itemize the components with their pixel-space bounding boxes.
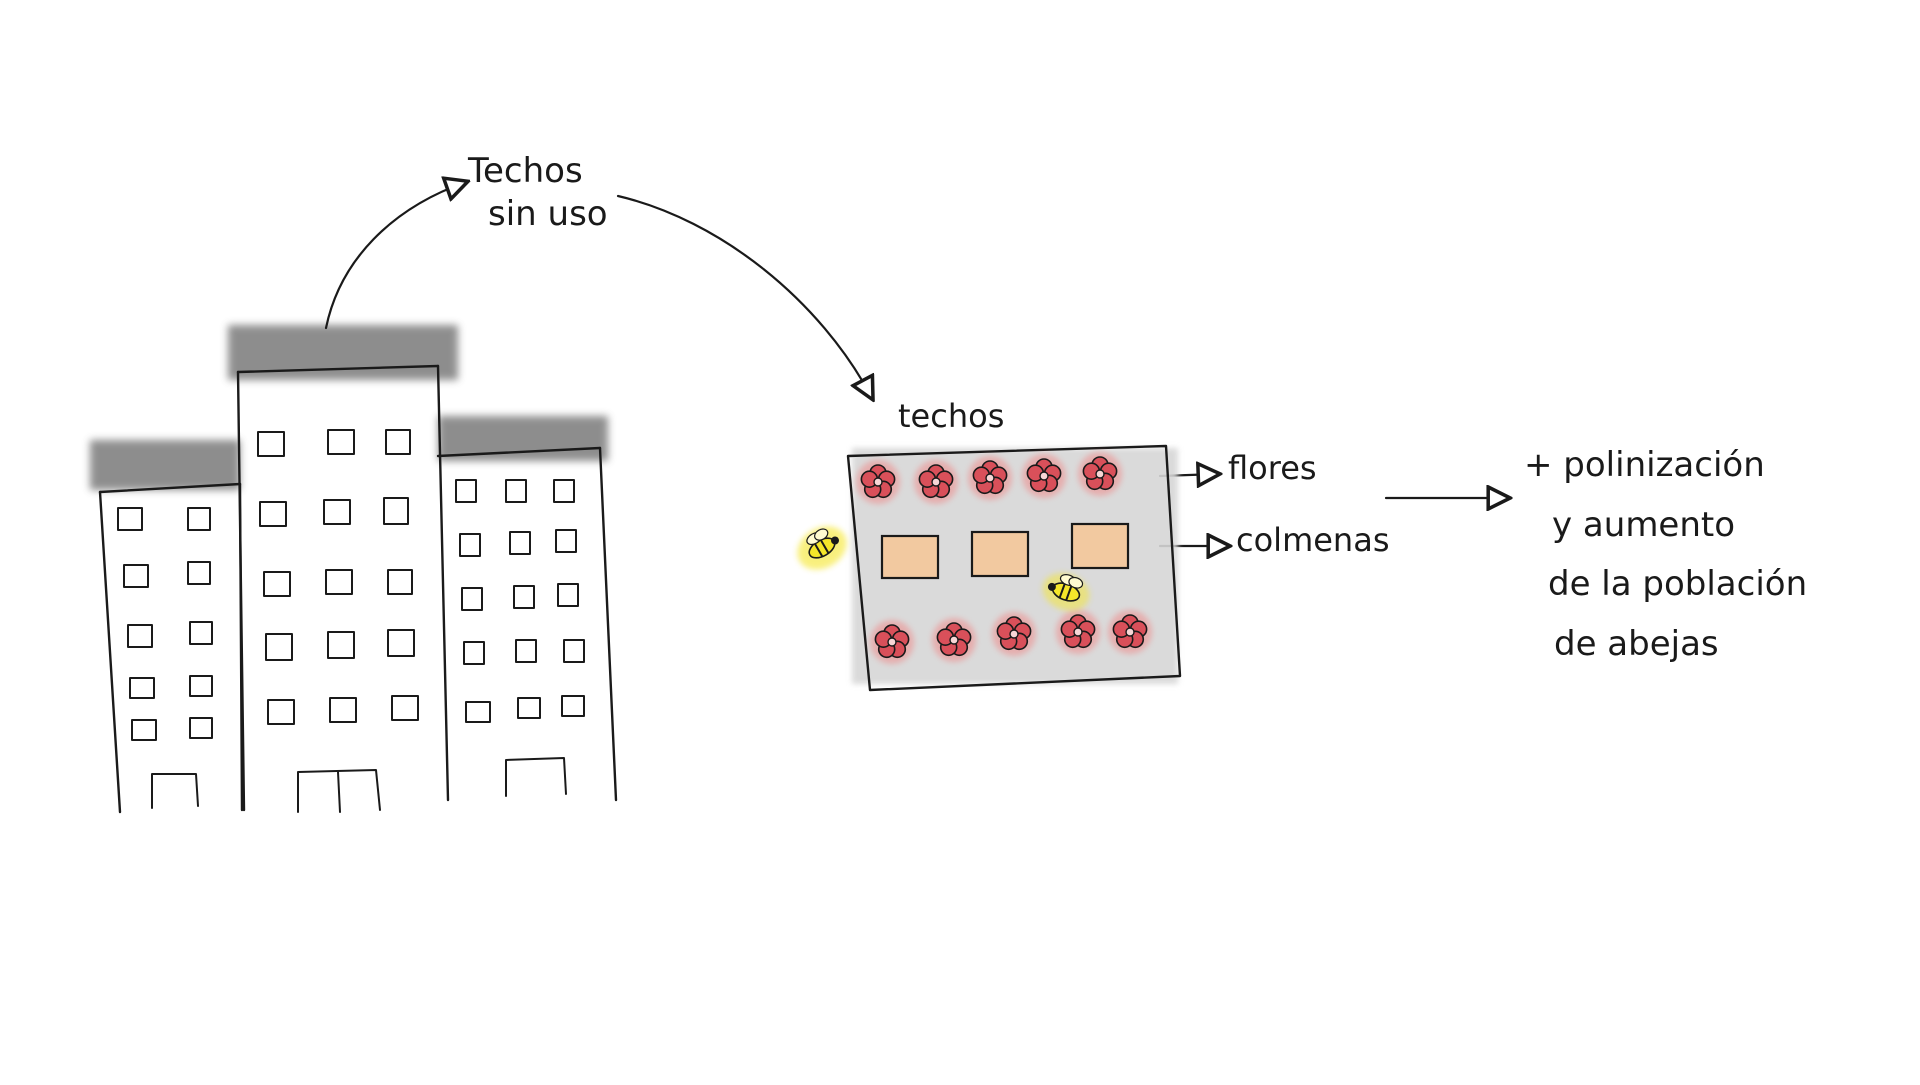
roofs-label: techos — [898, 397, 1005, 435]
beehive-icon — [880, 534, 940, 580]
unused-roofs-label: Techos sin uso — [468, 150, 608, 235]
arrow-icon — [324, 182, 466, 330]
flower-icon — [932, 618, 976, 662]
flower-icon — [968, 456, 1012, 500]
result-line1: + polinización — [1524, 445, 1765, 485]
flower-icon — [1078, 452, 1122, 496]
flower-icon — [1022, 454, 1066, 498]
result-line4: de abejas — [1554, 623, 1719, 664]
arrow-icon — [616, 194, 872, 398]
flowers-label: flores — [1228, 449, 1317, 487]
beehive-icon — [1070, 522, 1130, 570]
flower-icon — [992, 612, 1036, 656]
arrows — [324, 182, 1508, 546]
unused-roofs-line2: sin uso — [488, 193, 608, 234]
flower-icon — [856, 460, 900, 504]
result-label: + polinización y aumento de la población… — [1524, 436, 1807, 674]
rooftop-garden — [797, 444, 1182, 692]
flower-icon — [1108, 610, 1152, 654]
buildings — [90, 325, 618, 814]
flowers — [856, 452, 1152, 664]
result-line2: y aumento — [1552, 504, 1736, 545]
hives-label: colmenas — [1236, 521, 1390, 559]
building-icon — [236, 364, 450, 813]
flower-icon — [914, 460, 958, 504]
flower-icon — [870, 620, 914, 664]
roof-shading — [90, 325, 608, 490]
bee-icon — [797, 526, 847, 570]
bee-icon — [1042, 573, 1090, 611]
unused-roofs-line1: Techos — [468, 151, 583, 191]
building-icon — [98, 482, 244, 814]
beehives — [880, 522, 1130, 580]
result-line3: de la población — [1548, 564, 1808, 604]
building-icon — [436, 446, 618, 802]
beehive-icon — [970, 530, 1030, 578]
flower-icon — [1056, 610, 1100, 654]
